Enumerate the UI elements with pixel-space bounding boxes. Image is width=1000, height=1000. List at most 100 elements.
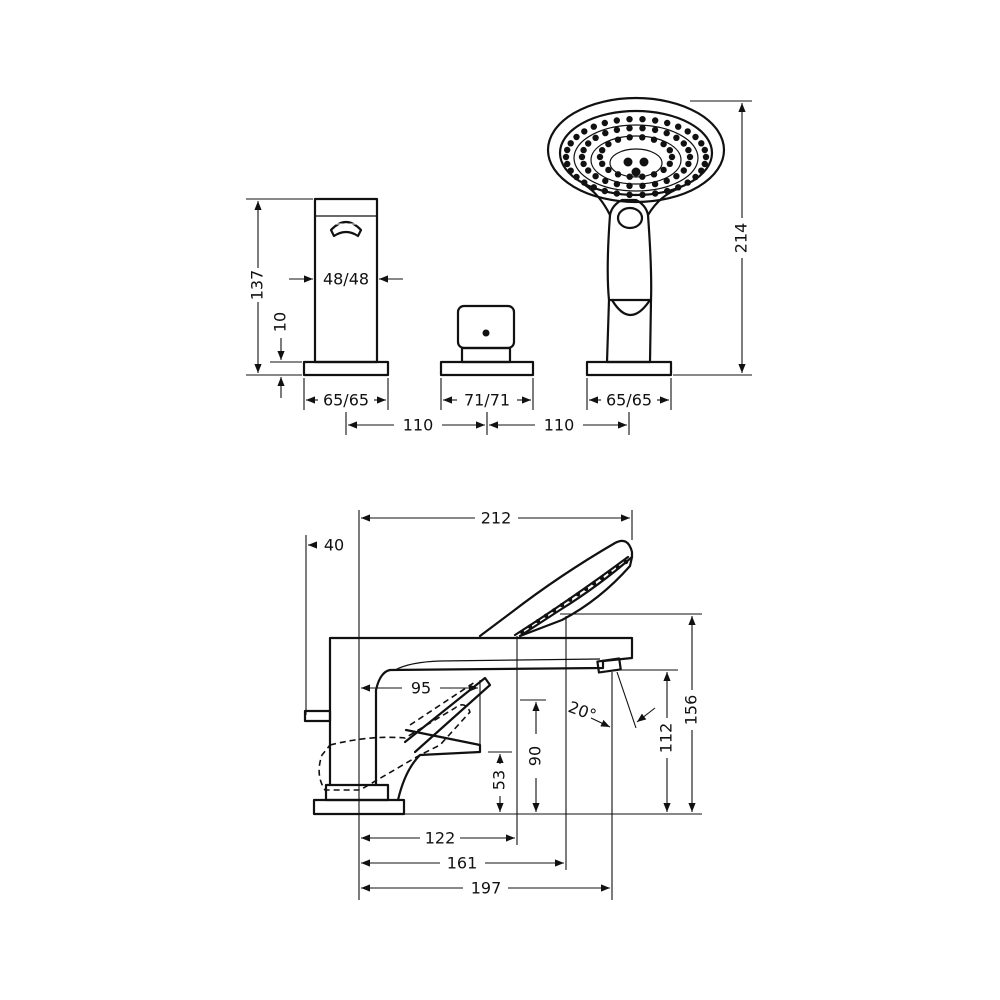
dim-spout-base: 65/65 — [323, 391, 369, 410]
nozzle — [668, 153, 676, 161]
dim-reach-161: 161 — [447, 854, 478, 873]
nozzle — [614, 171, 622, 178]
side-nozzle — [575, 592, 581, 597]
side-hand-shower — [478, 539, 634, 638]
nozzle — [626, 125, 633, 132]
top-view: 137 10 48/48 65/65 71/71 65/65 — [246, 96, 752, 435]
dim-overall-reach: 212 — [481, 509, 512, 528]
nozzle — [626, 173, 633, 180]
nozzle — [698, 140, 705, 147]
side-nozzle — [599, 576, 605, 581]
nozzle — [651, 180, 659, 188]
dim-spacing-right: 110 — [544, 416, 575, 435]
nozzle — [626, 116, 633, 123]
nozzle — [663, 129, 670, 137]
nozzle — [567, 140, 574, 147]
nozzle — [605, 166, 612, 174]
nozzle — [680, 167, 687, 174]
dim-lever-offset: 40 — [324, 536, 344, 555]
nozzle — [663, 177, 670, 185]
nozzle — [585, 140, 592, 147]
side-nozzle — [543, 613, 549, 618]
dim-angle: 20° — [566, 697, 599, 725]
nozzle — [567, 167, 574, 174]
side-hose — [403, 676, 492, 754]
nozzle — [685, 160, 692, 168]
side-view: 212 40 95 156 112 90 53 2 — [303, 509, 702, 900]
side-nozzle — [559, 602, 565, 608]
nozzle — [592, 134, 599, 141]
side-nozzle — [623, 559, 629, 565]
nozzle — [666, 160, 673, 167]
nozzle — [652, 117, 659, 124]
side-nozzle — [527, 624, 533, 629]
valve-button-icon — [482, 329, 490, 337]
nozzle — [564, 146, 571, 154]
nozzle — [602, 177, 609, 185]
nozzle — [650, 136, 658, 143]
dim-handle-height: 90 — [526, 746, 545, 766]
nozzle — [573, 173, 580, 181]
nozzle — [685, 146, 692, 154]
nozzle — [580, 146, 587, 154]
nozzle — [680, 140, 687, 147]
nozzle — [613, 117, 620, 124]
dim-lever-depth: 95 — [411, 679, 431, 698]
valve-front — [439, 304, 535, 377]
side-spout-body — [328, 636, 634, 787]
nozzle — [675, 123, 682, 130]
nozzle — [675, 184, 682, 191]
nozzle — [599, 147, 606, 154]
dim-outlet-height: 112 — [657, 723, 676, 754]
nozzle — [666, 147, 673, 154]
nozzle — [639, 134, 646, 141]
nozzle — [660, 140, 667, 148]
nozzle — [599, 160, 606, 167]
nozzle — [673, 134, 680, 141]
nozzle — [626, 182, 633, 189]
nozzle — [564, 160, 571, 168]
dim-plate-thickness: 10 — [271, 312, 290, 332]
nozzle — [601, 187, 608, 195]
side-lever — [396, 728, 482, 802]
nozzle — [701, 146, 708, 154]
nozzle — [562, 153, 570, 161]
side-nozzle — [535, 619, 541, 624]
nozzle — [613, 190, 620, 197]
nozzle — [664, 119, 671, 127]
nozzle — [592, 173, 599, 180]
nozzle — [660, 166, 667, 174]
nozzle — [605, 140, 612, 148]
nozzle — [613, 180, 621, 188]
nozzle — [602, 129, 609, 137]
nozzle — [613, 126, 621, 134]
dim-spout-profile: 48/48 — [323, 270, 369, 289]
nozzle — [596, 153, 604, 161]
nozzle — [652, 190, 659, 197]
nozzle — [626, 191, 633, 198]
dim-spout-height-side: 156 — [682, 695, 701, 726]
side-nozzle — [615, 565, 621, 570]
nozzle — [581, 128, 588, 135]
nozzle — [702, 153, 710, 161]
nozzle — [698, 167, 705, 174]
nozzle — [590, 123, 597, 130]
nozzle — [601, 119, 608, 127]
side-nozzle — [519, 629, 525, 635]
nozzle — [639, 173, 646, 180]
dim-shower-height: 214 — [732, 223, 751, 254]
nozzle — [626, 134, 633, 141]
nozzle — [651, 126, 659, 134]
dim-shower-base: 65/65 — [606, 391, 652, 410]
nozzle — [684, 179, 691, 186]
nozzle — [581, 179, 588, 186]
nozzle — [664, 187, 671, 195]
nozzle — [614, 136, 622, 143]
nozzle — [692, 133, 699, 141]
nozzle — [590, 184, 597, 191]
aerator-icon — [329, 220, 363, 238]
nozzle — [573, 133, 580, 141]
side-nozzle — [607, 570, 613, 575]
dim-reach-122: 122 — [425, 829, 456, 848]
